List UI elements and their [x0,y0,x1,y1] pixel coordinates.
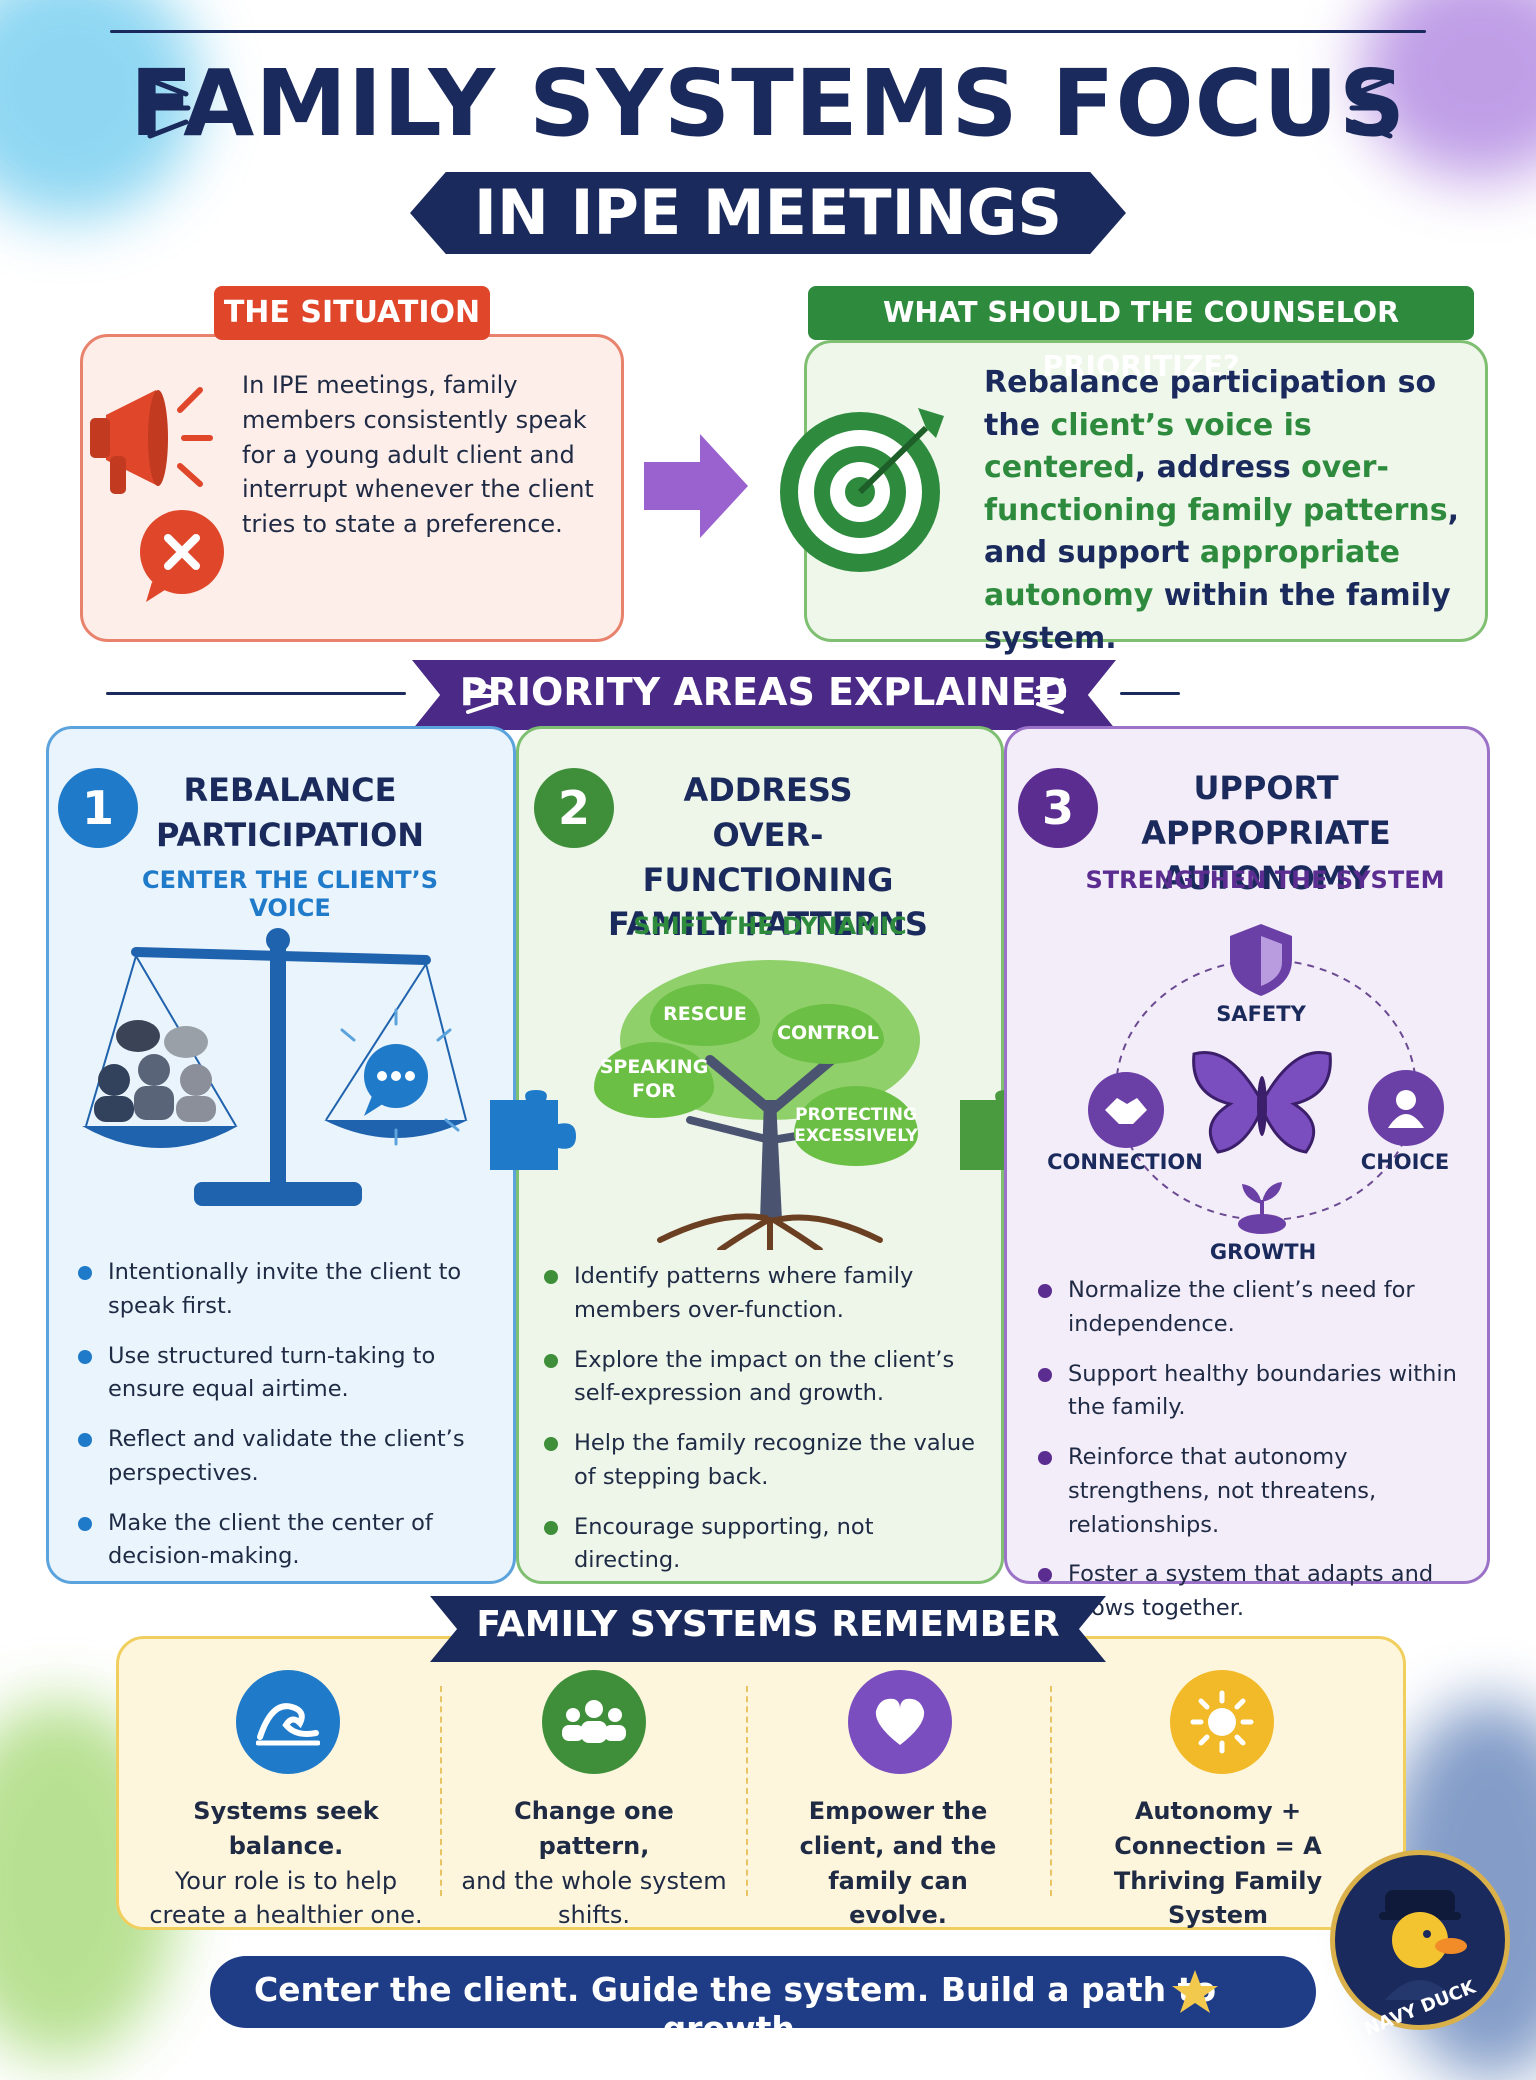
remember-item-4-bold: Autonomy + Connection = A Thriving Famil… [1113,1797,1323,1930]
remember-item-1-bold: Systems seek balance. [193,1797,379,1860]
arrow-right-icon [644,434,748,538]
list-item: Foster a system that adapts and grows to… [1038,1558,1470,1626]
list-item: Support healthy boundaries within the fa… [1038,1358,1470,1426]
heart-icon [848,1670,952,1774]
cycle-label-growth: GROWTH [1209,1240,1317,1264]
leaf-control: CONTROL [772,1004,884,1064]
priority-text-segment: within the family system. [984,577,1451,656]
remember-item-3: Empower the client, and the family can e… [748,1794,1048,1933]
list-item: Reinforce that autonomy strengthens, not… [1038,1441,1470,1542]
top-rule [110,30,1426,33]
column-1-bullets: Intentionally invite the client to speak… [78,1256,498,1590]
people-icon [542,1670,646,1774]
cycle-label-connection: CONNECTION [1047,1150,1203,1174]
column-3-subheading: STRENGTHEN THE SYSTEM [1085,866,1445,894]
leaf-rescue: RESCUE [650,984,760,1046]
column-3-bullets: Normalize the client’s need for independ… [1038,1274,1470,1642]
situation-tag: THE SITUATION [214,286,490,340]
page-subtitle: IN IPE MEETINGS [473,176,1063,249]
puzzle-blue-icon [490,1090,576,1170]
remember-banner-ribbon [430,1596,1106,1662]
list-item: Normalize the client’s need for independ… [1038,1274,1470,1342]
priority-text: Rebalance participation so the client’s … [984,362,1474,660]
divider [1050,1686,1052,1896]
page-title: FAMILY SYSTEMS FOCUS [129,50,1407,157]
situation-text: In IPE meetings, family members consiste… [242,371,594,539]
list-item: Identify patterns where family members o… [544,1260,984,1328]
priority-text-segment: , and support [984,492,1459,571]
priority-tag: WHAT SHOULD THE COUNSELOR PRIORITIZE? [808,286,1474,383]
navy-duck-badge [1330,1850,1510,2030]
banner-sparkle-left-icon [464,678,496,714]
list-item: Use structured turn-taking to ensure equ… [78,1340,498,1408]
column-1-subheading: CENTER THE CLIENT’S VOICE [142,866,438,922]
divider [440,1686,442,1896]
column-2-heading-line-2: OVER-FUNCTIONING [642,815,894,899]
remember-item-2-bold: Change one pattern, [514,1797,674,1860]
remember-item-2-rest: and the whole system shifts. [461,1866,727,1930]
wave-icon [236,1670,340,1774]
title-sparkle-right-icon [1349,77,1397,139]
list-item: Reflect and validate the client’s perspe… [78,1423,498,1491]
column-1-number: 1 [58,768,138,848]
column-3-heading-line-2: AUTONOMY [1162,858,1370,897]
banner-rule-left [106,692,406,695]
column-2-bullets: Identify patterns where family members o… [544,1260,984,1594]
star-icon [1172,1970,1218,2013]
priority-highlight: client’s voice is centered [984,407,1312,486]
priority-text-segment: Rebalance participation so the [984,365,1437,443]
areas-banner: PRIORITY AREAS EXPLAINED [459,670,1069,714]
banner-rule-right [1120,692,1180,695]
column-1-heading: REBALANCE PARTICIPATION [140,768,440,858]
list-item: Explore the impact on the client’s self-… [544,1344,984,1412]
remember-item-1-rest: Your role is to help create a healthier … [149,1866,423,1930]
sun-icon [1170,1670,1274,1774]
divider [746,1686,748,1896]
priority-highlight: appropriate autonomy [984,535,1400,613]
column-2-heading: ADDRESS OVER-FUNCTIONING FAMILY PATTERNS [600,768,936,947]
priority-text-segment: , address [1134,450,1302,486]
cycle-label-safety: SAFETY [1216,1002,1306,1026]
balance-scale-icon [82,928,468,1206]
column-2-subheading: SHIFT THE DYNAMIC [633,912,907,940]
shield-icon [1226,922,1296,998]
remember-item-2: Change one pattern, and the whole system… [444,1794,744,1933]
areas-banner-ribbon [412,660,1116,730]
footer-text: Center the client. Guide the system. Bui… [253,1970,1217,2048]
column-1-heading-line-2: PARTICIPATION [155,815,425,854]
subtitle-ribbon [410,172,1126,254]
column-2-number: 2 [534,768,614,848]
column-1-heading-line-1: REBALANCE [183,771,397,809]
list-item: Intentionally invite the client to speak… [78,1256,498,1324]
column-3-heading: UPPORT APPROPRIATE AUTONOMY [1096,766,1436,900]
sprout-icon [1238,1182,1286,1234]
cycle-label-choice: CHOICE [1360,1150,1450,1174]
priority-highlight: over-functioning family patterns [984,450,1448,528]
column-2-heading-line-1: ADDRESS [683,771,853,809]
column-over-functioning [516,726,1004,1584]
column-autonomy [1004,726,1490,1584]
duck-icon [1379,1890,1467,2000]
handshake-icon [1088,1072,1164,1148]
title-sparkle-left-icon [143,77,191,139]
remember-banner: FAMILY SYSTEMS REMEMBER [476,1604,1060,1645]
list-item: Help the family recognize the value of s… [544,1427,984,1495]
remember-item-1: Systems seek balance. Your role is to he… [136,1794,436,1933]
list-item: Make the client the center of decision-m… [78,1507,498,1575]
list-item: Encourage supporting, not directing. [544,1511,984,1579]
megaphone-icon [90,387,224,602]
butterfly-icon [1192,1051,1332,1154]
remember-item-3-bold: Empower the client, and the family can e… [799,1797,997,1930]
person-icon [1368,1070,1444,1146]
remember-item-4: Autonomy + Connection = A Thriving Famil… [1068,1794,1368,1933]
footer-bar [210,1956,1316,2028]
target-icon [780,408,944,572]
column-3-heading-line-1: UPPORT APPROPRIATE [1141,769,1391,852]
column-2-heading-line-3: FAMILY PATTERNS [608,905,928,944]
banner-sparkle-right-icon [1034,678,1066,714]
leaf-protecting-excessively: PROTECTING EXCESSIVELY [794,1086,918,1166]
column-3-number: 3 [1018,768,1098,848]
leaf-speaking-for: SPEAKING FOR [594,1042,714,1118]
